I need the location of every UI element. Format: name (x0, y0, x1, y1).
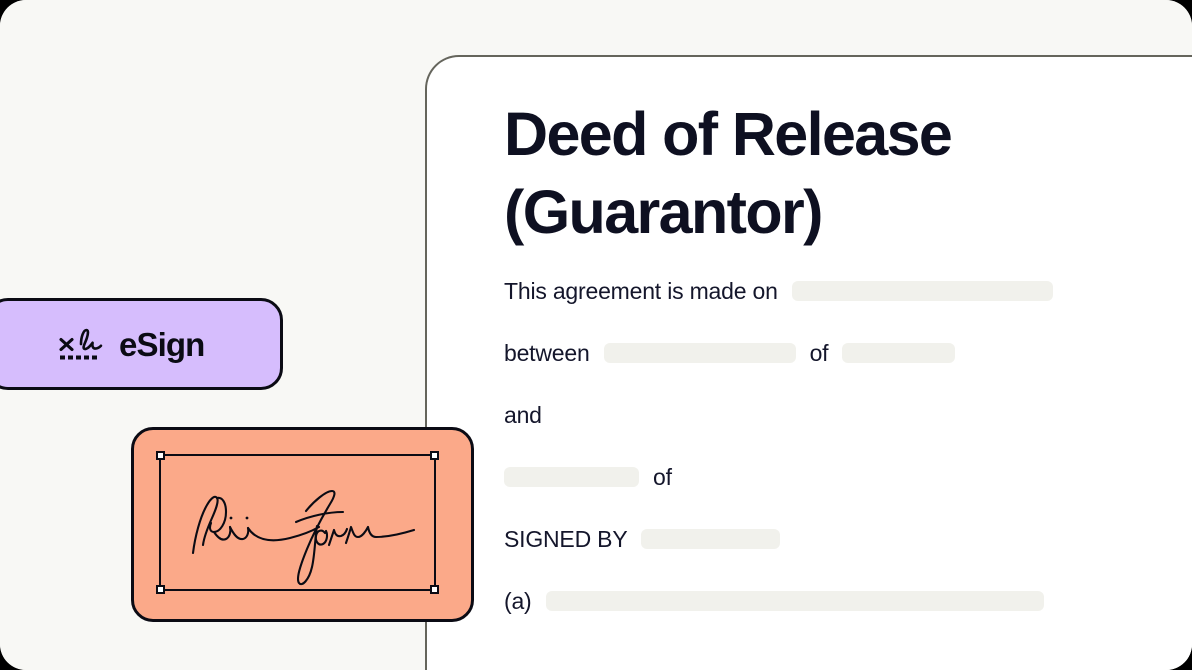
field-agreement-date[interactable] (791, 281, 1053, 301)
document-row-made-on: This agreement is made on (504, 277, 1164, 305)
label-of-two: of (653, 464, 672, 490)
label-and: and (504, 402, 542, 428)
resize-handle-top-left[interactable] (156, 451, 165, 460)
document-row-between: between of (504, 339, 1164, 367)
document-row-clause-a: (a) (504, 587, 1164, 615)
label-clause-a: (a) (504, 588, 532, 614)
signature-card[interactable] (131, 427, 474, 622)
label-signed-by: SIGNED BY (504, 526, 628, 552)
label-of-one: of (809, 340, 829, 366)
resize-handle-top-right[interactable] (430, 451, 439, 460)
label-made-on: This agreement is made on (504, 278, 778, 304)
label-between: between (504, 340, 590, 366)
resize-handle-bottom-right[interactable] (430, 585, 439, 594)
field-signed-by[interactable] (641, 529, 781, 549)
signature-x-icon (59, 328, 103, 360)
document-body: This agreement is made on between of (504, 277, 1164, 649)
document-panel: Deed of Release (Guarantor) This agreeme… (425, 55, 1192, 670)
field-party-one-address[interactable] (842, 343, 956, 363)
handwritten-signature (191, 489, 416, 586)
resize-handle-bottom-left[interactable] (156, 585, 165, 594)
document-row-signed-by: SIGNED BY (504, 525, 1164, 553)
selection-bounding-box (156, 451, 439, 594)
document-row-and: and (504, 401, 1164, 429)
esign-badge[interactable]: eSign (0, 298, 283, 390)
field-clause-a[interactable] (545, 591, 1044, 611)
document-content: Deed of Release (Guarantor) This agreeme… (427, 57, 1192, 670)
document-row-party-two: of (504, 463, 1164, 491)
document-title: Deed of Release (Guarantor) (504, 100, 953, 246)
field-party-two-name[interactable] (504, 467, 639, 487)
esign-label: eSign (119, 325, 205, 363)
field-party-one-name[interactable] (603, 343, 796, 363)
